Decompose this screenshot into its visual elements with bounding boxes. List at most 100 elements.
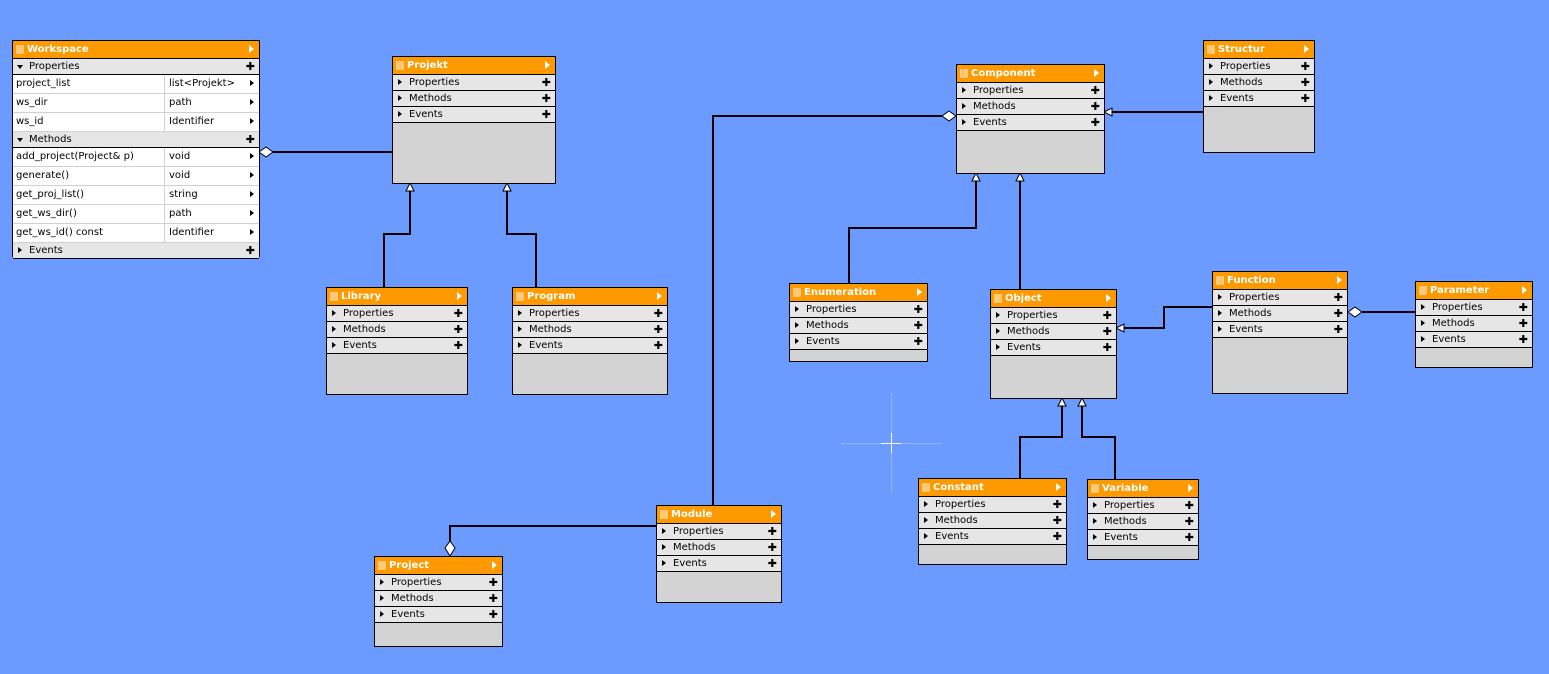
expand-arrow-icon[interactable] xyxy=(250,229,254,235)
expand-arrow-icon[interactable] xyxy=(1337,276,1342,284)
expand-arrow-icon[interactable] xyxy=(332,342,336,348)
section-methods[interactable]: Methods✚ xyxy=(790,318,927,334)
class-enumeration[interactable]: Enumeration Properties✚ Methods✚ Events✚ xyxy=(789,283,928,362)
class-header[interactable]: Enumeration xyxy=(790,284,927,302)
section-properties[interactable]: Properties✚ xyxy=(1088,498,1198,514)
class-header[interactable]: Module xyxy=(657,506,781,524)
expand-arrow-icon[interactable] xyxy=(1056,483,1061,491)
expand-arrow-icon[interactable] xyxy=(1093,518,1097,524)
expand-arrow-icon[interactable] xyxy=(250,99,254,105)
expand-arrow-icon[interactable] xyxy=(492,561,497,569)
class-header[interactable]: Component xyxy=(957,65,1104,83)
grip-icon[interactable] xyxy=(660,510,668,519)
expand-arrow-icon[interactable] xyxy=(250,172,254,178)
expand-arrow-icon[interactable] xyxy=(1421,320,1425,326)
class-library[interactable]: Library Properties✚ Methods✚ Events✚ xyxy=(326,287,468,395)
add-icon[interactable]: ✚ xyxy=(767,525,777,538)
add-icon[interactable]: ✚ xyxy=(1300,76,1310,89)
add-icon[interactable]: ✚ xyxy=(1184,515,1194,528)
grip-icon[interactable] xyxy=(396,61,404,70)
add-icon[interactable]: ✚ xyxy=(767,557,777,570)
grip-icon[interactable] xyxy=(1419,286,1427,295)
class-variable[interactable]: Variable Properties✚ Methods✚ Events✚ xyxy=(1087,479,1199,560)
add-icon[interactable]: ✚ xyxy=(1333,323,1343,336)
expand-arrow-icon[interactable] xyxy=(518,310,522,316)
expand-arrow-icon[interactable] xyxy=(962,119,966,125)
section-methods[interactable]: Methods✚ xyxy=(919,513,1066,529)
expand-arrow-icon[interactable] xyxy=(1218,294,1222,300)
add-icon[interactable]: ✚ xyxy=(767,541,777,554)
expand-arrow-icon[interactable] xyxy=(250,210,254,216)
expand-arrow-icon[interactable] xyxy=(924,533,928,539)
add-icon[interactable]: ✚ xyxy=(541,76,551,89)
add-icon[interactable]: ✚ xyxy=(1333,307,1343,320)
class-workspace[interactable]: Workspace Properties ✚ project_list list… xyxy=(12,40,260,259)
expand-arrow-icon[interactable] xyxy=(662,528,666,534)
expand-arrow-icon[interactable] xyxy=(771,510,776,518)
section-events[interactable]: Events✚ xyxy=(375,607,502,623)
add-icon[interactable]: ✚ xyxy=(913,335,923,348)
grip-icon[interactable] xyxy=(994,294,1002,303)
expand-arrow-icon[interactable] xyxy=(380,611,384,617)
expand-arrow-icon[interactable] xyxy=(1094,69,1099,77)
grip-icon[interactable] xyxy=(16,45,24,54)
expand-arrow-icon[interactable] xyxy=(332,310,336,316)
expand-arrow-icon[interactable] xyxy=(398,111,402,117)
grip-icon[interactable] xyxy=(516,292,524,301)
class-header[interactable]: Library xyxy=(327,288,467,306)
section-events[interactable]: Events✚ xyxy=(1416,332,1532,348)
section-methods[interactable]: Methods✚ xyxy=(375,591,502,607)
expand-arrow-icon[interactable] xyxy=(398,79,402,85)
grip-icon[interactable] xyxy=(1207,45,1215,54)
expand-arrow-icon[interactable] xyxy=(250,153,254,159)
expand-arrow-icon[interactable] xyxy=(518,326,522,332)
add-icon[interactable]: ✚ xyxy=(1090,116,1100,129)
section-properties[interactable]: Properties ✚ xyxy=(13,59,259,75)
property-row[interactable]: project_list list<Projekt> xyxy=(13,75,259,94)
section-events[interactable]: Events ✚ xyxy=(13,243,259,259)
grip-icon[interactable] xyxy=(960,69,968,78)
expand-arrow-icon[interactable] xyxy=(924,501,928,507)
expand-arrow-icon[interactable] xyxy=(1304,45,1309,53)
expand-arrow-icon[interactable] xyxy=(962,103,966,109)
expand-arrow-icon[interactable] xyxy=(657,292,662,300)
section-methods[interactable]: Methods✚ xyxy=(393,91,555,107)
add-icon[interactable]: ✚ xyxy=(1300,92,1310,105)
collapse-arrow-icon[interactable] xyxy=(17,138,23,142)
expand-arrow-icon[interactable] xyxy=(1218,310,1222,316)
section-events[interactable]: Events✚ xyxy=(393,107,555,123)
grip-icon[interactable] xyxy=(922,483,930,492)
expand-arrow-icon[interactable] xyxy=(1093,534,1097,540)
expand-arrow-icon[interactable] xyxy=(380,579,384,585)
section-properties[interactable]: Properties✚ xyxy=(513,306,667,322)
section-properties[interactable]: Properties✚ xyxy=(1416,300,1532,316)
add-icon[interactable]: ✚ xyxy=(245,60,255,73)
expand-arrow-icon[interactable] xyxy=(457,292,462,300)
property-row[interactable]: ws_id Identifier xyxy=(13,113,259,132)
add-icon[interactable]: ✚ xyxy=(1518,317,1528,330)
class-header[interactable]: Variable xyxy=(1088,480,1198,498)
section-events[interactable]: Events✚ xyxy=(327,338,467,354)
expand-arrow-icon[interactable] xyxy=(1106,294,1111,302)
section-events[interactable]: Events✚ xyxy=(1213,322,1347,338)
add-icon[interactable]: ✚ xyxy=(1052,498,1062,511)
expand-arrow-icon[interactable] xyxy=(924,517,928,523)
section-properties[interactable]: Properties✚ xyxy=(657,524,781,540)
expand-arrow-icon[interactable] xyxy=(1188,484,1193,492)
add-icon[interactable]: ✚ xyxy=(488,608,498,621)
expand-arrow-icon[interactable] xyxy=(1421,336,1425,342)
expand-arrow-icon[interactable] xyxy=(1522,286,1527,294)
section-methods[interactable]: Methods✚ xyxy=(991,324,1116,340)
section-methods[interactable]: Methods✚ xyxy=(657,540,781,556)
property-row[interactable]: ws_dir path xyxy=(13,94,259,113)
add-icon[interactable]: ✚ xyxy=(1184,531,1194,544)
class-object[interactable]: Object Properties✚ Methods✚ Events✚ xyxy=(990,289,1117,399)
section-properties[interactable]: Properties✚ xyxy=(991,308,1116,324)
expand-arrow-icon[interactable] xyxy=(518,342,522,348)
section-events[interactable]: Events✚ xyxy=(1088,530,1198,546)
expand-arrow-icon[interactable] xyxy=(1209,95,1213,101)
section-methods[interactable]: Methods✚ xyxy=(1416,316,1532,332)
section-events[interactable]: Events✚ xyxy=(657,556,781,572)
section-events[interactable]: Events✚ xyxy=(790,334,927,350)
add-icon[interactable]: ✚ xyxy=(488,576,498,589)
